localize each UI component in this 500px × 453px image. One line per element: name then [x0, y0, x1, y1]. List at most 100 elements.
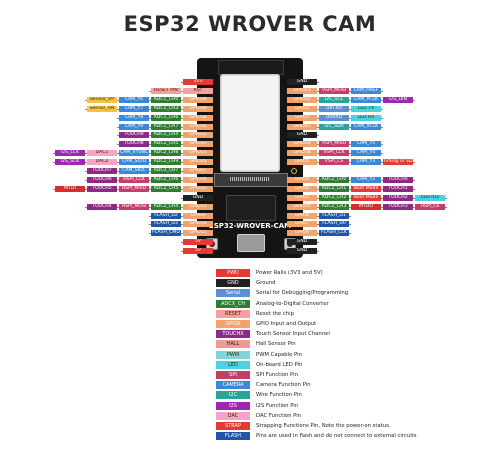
pin-label: GPIO4	[287, 176, 317, 183]
pin-label: GPIO14	[183, 176, 213, 183]
pin-label: I2S_DIN	[383, 96, 413, 103]
rf-shield-module	[220, 74, 280, 172]
legend-text: Power Rails (3V3 and 5V)	[256, 270, 323, 276]
legend-swatch: DAC	[216, 411, 250, 420]
legend-text: Pins are used in flash and do not connec…	[256, 433, 417, 440]
pin-label: CAM_SIOC	[119, 168, 149, 174]
pin-label: MTDI	[55, 185, 85, 192]
pin-label: CAM_SIOD	[119, 159, 149, 166]
legend-swatch: I2C	[216, 391, 250, 400]
legend-swatch: SPI	[216, 371, 250, 379]
pin-label: GPIO5	[287, 159, 317, 166]
pin-label: ADC2_CH8	[151, 150, 181, 157]
pin-label: CAM_Y7	[119, 105, 149, 112]
legend-text: Serial for Debugging/Programming	[256, 290, 349, 297]
pin-label: GPIO19	[287, 141, 317, 148]
pin-label: TOUCH4	[87, 203, 117, 210]
pin-label: HSPI_MISO	[119, 185, 149, 192]
legend-text: Hall Sensor Pin	[256, 341, 296, 348]
pin-label: GPIO15	[287, 203, 317, 210]
pin-label: CAM_Y6	[119, 96, 149, 103]
legend-swatch: CAMERA	[216, 381, 250, 390]
pin-label: ADC1_CH5	[151, 141, 181, 148]
pin-label: ADC1_CH4	[151, 132, 181, 139]
legend-swatch: HALL	[216, 340, 250, 349]
pin-label: GPIO33	[183, 141, 213, 148]
pin-label: FLASH_CLK	[319, 230, 349, 237]
pin-label: GPIO32	[183, 132, 213, 139]
pin-label: I2S_SCK	[55, 159, 85, 166]
pin-label: RESET PIN	[151, 87, 181, 94]
pin-label: CAM_XCLK	[351, 123, 381, 130]
pin-label: Sensor_VP	[87, 96, 117, 103]
pin-label: GND	[287, 132, 317, 139]
legend-text: Analog-to-Digital Converter	[256, 300, 329, 307]
pin-label: GPIO13	[183, 203, 213, 210]
pin-label: ADC1_CH6	[151, 114, 181, 121]
pin-label: HSPI_CLK	[119, 176, 149, 183]
pin-label: VSPI_CLK	[319, 150, 349, 157]
pin-label: GND	[287, 248, 317, 255]
pin-label: CAM_HREF	[351, 87, 381, 94]
legend-text: Touch Sensor Input Channel	[256, 331, 330, 338]
pin-label: GND	[183, 194, 213, 201]
legend-text: Camera Function Pin	[256, 382, 311, 389]
pin-label: LED IO2	[415, 194, 445, 201]
pin-label: GPIO22	[287, 96, 317, 103]
pin-label: GPIO1	[287, 105, 317, 112]
pin-label: GPIO9	[183, 212, 213, 219]
pin-label: ADC2_CH2	[319, 194, 349, 201]
pin-label: TOUCH3	[383, 203, 413, 210]
legend-text: On-board LED Pin	[256, 361, 303, 368]
pin-label: CAM_Y5	[351, 141, 381, 148]
pin-label: TOUCH0	[383, 176, 413, 183]
pin-label: U0RXD	[319, 114, 349, 121]
legend-swatch: GPIOX	[216, 320, 250, 328]
pin-label: FLASH_D1	[319, 212, 349, 219]
pin-label: GND	[287, 79, 317, 85]
camera-module	[226, 195, 276, 221]
pin-label: ADC2_CH6	[151, 176, 181, 183]
legend-swatch: TOUCHX	[216, 330, 250, 339]
legend-swatch: RESET	[216, 309, 250, 318]
pin-label: GPIO10	[183, 221, 213, 228]
pin-label: Sensor_VN	[87, 105, 117, 112]
pin-label: TOUCH2	[383, 194, 413, 201]
pin-label: ADC2_CH7	[151, 168, 181, 174]
legend-text: SPI Function Pin	[256, 372, 298, 378]
header-pin	[291, 168, 297, 174]
pin-label: 5V	[183, 239, 213, 246]
pin-label: Boot Mode	[351, 185, 381, 192]
legend-text: Ground	[256, 280, 276, 287]
pin-label: FLASH_D0	[319, 221, 349, 228]
pin-label: CAM_Y8	[119, 114, 149, 121]
pin-label: GPIO6	[287, 230, 317, 237]
legend-text: Reset the chip	[256, 310, 294, 317]
pin-label: I2C_SCL	[319, 96, 349, 103]
legend-text: GPIO Input and Output	[256, 321, 317, 327]
pin-label: VSPI_MISO	[319, 141, 349, 148]
pin-label: GPIO35	[183, 123, 213, 130]
pin-label: CAM_Y2	[351, 176, 381, 183]
pin-label: GPIO34	[183, 114, 213, 121]
pin-label: GND	[287, 239, 317, 246]
pin-label: GPIO11	[183, 230, 213, 237]
pcb-antenna	[218, 60, 284, 75]
pin-label: FLASH_D2	[151, 212, 181, 219]
pin-label: CAM_Y3	[351, 159, 381, 166]
pin-label: ADC2_CH9	[151, 159, 181, 166]
fpc-contacts	[230, 177, 270, 181]
legend-swatch: FLASH	[216, 432, 250, 441]
pin-label: GPIO0	[287, 185, 317, 192]
pin-label: HSPI_MOSI	[119, 203, 149, 210]
pin-label: LED RX	[351, 114, 381, 121]
pin-label: ADC2_CH4	[151, 203, 181, 210]
pin-label: Timing of SDIO Slave	[383, 159, 413, 166]
legend-text: PWM Capable Pin	[256, 351, 302, 358]
pin-label: GPIO27	[183, 168, 213, 174]
pin-label: TOUCH9	[119, 132, 149, 139]
pin-label: ADC1_CH3	[151, 105, 181, 112]
pin-label: GPIO36	[183, 96, 213, 103]
pin-label: GPIO8	[287, 212, 317, 219]
